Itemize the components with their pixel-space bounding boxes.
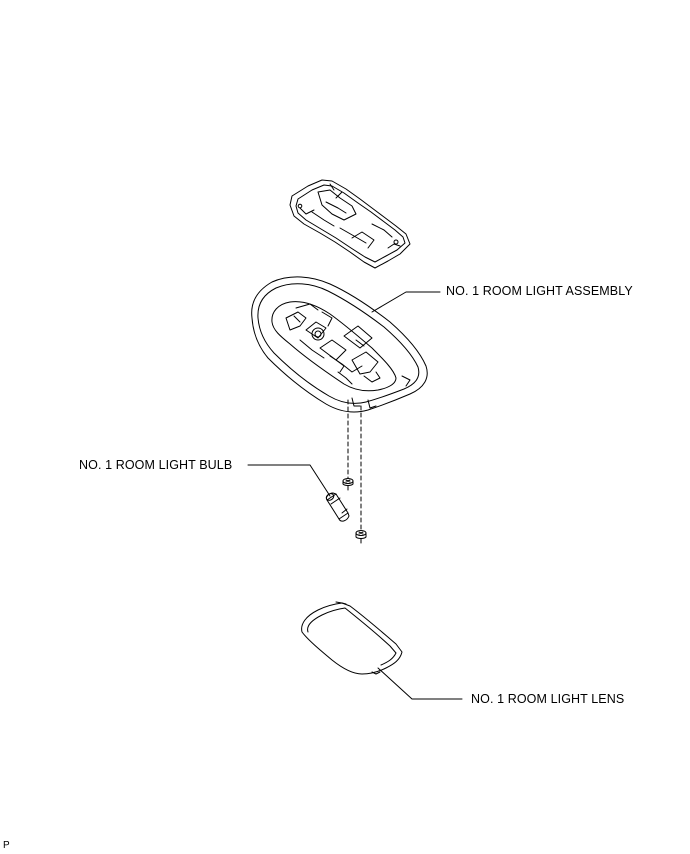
screw-alignment-lines (347, 399, 362, 531)
screw-upper (342, 478, 354, 491)
callout-room-light-lens: NO. 1 ROOM LIGHT LENS (471, 692, 625, 706)
screw-lower (355, 530, 367, 544)
leader-line-assembly (371, 291, 441, 313)
figure-code: P (3, 840, 10, 851)
room-light-lens (301, 601, 403, 675)
room-light-bulb (325, 492, 350, 522)
mounting-bracket (289, 179, 411, 269)
leader-line-lens (377, 667, 463, 700)
leader-line-bulb (247, 464, 331, 497)
room-light-assembly (251, 276, 428, 413)
callout-room-light-assembly: NO. 1 ROOM LIGHT ASSEMBLY (446, 284, 633, 298)
callout-room-light-bulb: NO. 1 ROOM LIGHT BULB (79, 458, 233, 472)
